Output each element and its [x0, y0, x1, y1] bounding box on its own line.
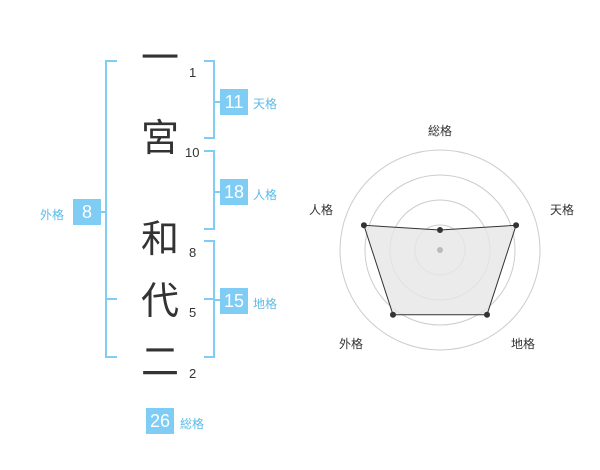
radar-label-jinkaku: 人格 [309, 203, 334, 217]
stroke-count-1: 1 [189, 65, 197, 80]
radar-point [513, 222, 520, 229]
stroke-count-5: 2 [189, 366, 197, 381]
radar-polygon [363, 224, 517, 316]
name-char-3: 和 [141, 217, 180, 261]
gaikaku-label: 外格 [40, 208, 65, 222]
radar-ring [364, 174, 516, 326]
soukaku-label: 総格 [180, 417, 205, 431]
stroke-count-3: 8 [189, 245, 197, 260]
stroke-count-2: 10 [185, 145, 200, 160]
radar-label-tenkaku: 天格 [550, 203, 575, 217]
radar-center-dot [437, 247, 443, 253]
name-char-4: 代 [141, 279, 180, 323]
radar-label-gaikaku: 外格 [339, 337, 364, 351]
name-char-2: 宮 [141, 116, 180, 160]
name-char-1: 一 [141, 36, 180, 80]
tenkaku-value-badge: 11 [220, 89, 248, 115]
radar-point [484, 311, 491, 318]
chikaku-value-badge: 15 [220, 288, 248, 314]
radar-point [437, 227, 443, 233]
radar-point [389, 311, 396, 318]
stroke-count-4: 5 [189, 305, 197, 320]
tenkaku-label: 天格 [253, 97, 278, 111]
radar-point [360, 222, 367, 229]
name-char-5: 二 [141, 340, 180, 384]
jinkaku-label: 人格 [253, 188, 278, 202]
soukaku-value-badge: 26 [146, 408, 174, 434]
jinkaku-value-badge: 18 [220, 179, 248, 205]
gaikaku-value-badge: 8 [73, 199, 101, 225]
radar-ring [339, 149, 541, 351]
radar-label-soukaku: 総格 [428, 124, 453, 138]
chikaku-label: 地格 [253, 297, 278, 311]
radar-label-chikaku: 地格 [511, 337, 536, 351]
